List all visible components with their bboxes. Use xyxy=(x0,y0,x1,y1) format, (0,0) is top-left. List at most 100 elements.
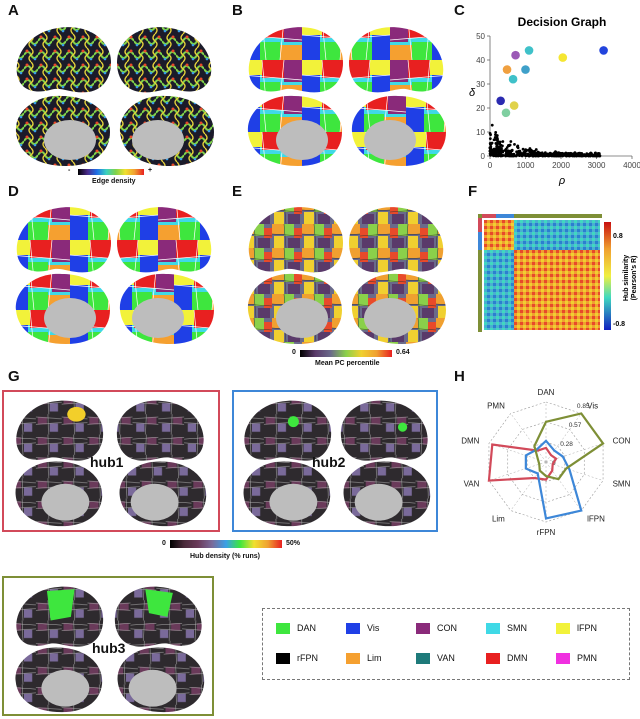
decision-graph-point xyxy=(508,149,512,153)
legend-label: VAN xyxy=(437,653,455,663)
panel-label-a: A xyxy=(8,2,19,19)
decision-graph-point xyxy=(488,137,492,141)
panel-f-colorbar: 0.8 -0.8 Hub similarity (Pearson's R) xyxy=(604,222,638,330)
decision-graph-center-point xyxy=(502,65,512,74)
decision-graph-point xyxy=(495,138,499,142)
panel-e-lateral-left xyxy=(248,207,344,273)
decision-graph-point xyxy=(544,152,548,156)
decision-graph-center-point xyxy=(509,101,519,110)
decision-graph-ylabel: δ xyxy=(469,87,476,99)
decision-graph-point xyxy=(566,154,569,157)
hub2-medial-left xyxy=(243,461,331,527)
radar-spoke xyxy=(545,461,604,481)
radar-axis-label: lFPN xyxy=(587,515,605,524)
decision-graph-point xyxy=(492,138,496,142)
radar-tick-label: 0.28 xyxy=(560,441,573,448)
decision-graph-y-tick-label: 40 xyxy=(476,56,485,65)
panel-e-colorbar-label: Mean PC percentile xyxy=(315,360,380,367)
decision-graph-point xyxy=(572,154,576,158)
panel-g-colorbar xyxy=(170,540,282,548)
decision-graph-x-tick-label: 0 xyxy=(488,161,493,170)
legend-label: Vis xyxy=(367,623,380,633)
radar-series-hub3 xyxy=(533,412,605,481)
radar-spoke xyxy=(488,443,547,463)
decision-graph-point xyxy=(494,131,498,134)
decision-graph-point xyxy=(557,152,561,156)
legend-swatch xyxy=(276,622,290,634)
decision-graph-point xyxy=(561,154,564,158)
legend-item-van: VAN xyxy=(416,652,455,664)
hub2-lateral-right xyxy=(340,400,428,461)
radar-series-hub2 xyxy=(524,439,583,520)
radar-axis-label: DAN xyxy=(538,388,555,397)
hub-similarity-matrix xyxy=(478,214,602,332)
decision-graph-x-tick-label: 2000 xyxy=(552,161,570,170)
decision-graph-point xyxy=(507,143,511,147)
panel-e-medial-left xyxy=(247,273,342,344)
decision-graph-point xyxy=(596,153,600,156)
radar-axis-label: CON xyxy=(613,436,631,445)
decision-graph-point xyxy=(525,154,528,158)
hub2-box xyxy=(232,390,438,532)
decision-graph-point xyxy=(541,154,544,158)
decision-graph-point xyxy=(507,153,511,157)
decision-graph-point xyxy=(521,147,525,151)
legend-item-pmn: PMN xyxy=(556,652,597,664)
panel-e-colorbar-max: 0.64 xyxy=(396,349,410,356)
decision-graph-title: Decision Graph xyxy=(518,15,607,29)
legend-label: PMN xyxy=(577,653,597,663)
panel-a-colorbar-plus: + xyxy=(148,167,153,174)
legend-item-rfpn: rFPN xyxy=(276,652,318,664)
legend-swatch xyxy=(486,652,500,664)
legend-swatch xyxy=(346,652,360,664)
legend-item-dan: DAN xyxy=(276,622,316,634)
decision-graph-point xyxy=(524,148,528,152)
decision-graph-point xyxy=(574,152,578,156)
legend-swatch xyxy=(346,622,360,634)
decision-graph-xlabel: ρ xyxy=(558,175,565,186)
decision-graph-point xyxy=(536,150,540,154)
legend-item-smn: SMN xyxy=(486,622,527,634)
decision-graph-point xyxy=(489,133,492,137)
panel-f-colorbar-title-2: (Pearson's R) xyxy=(631,256,638,301)
decision-graph-y-tick-label: 10 xyxy=(476,128,485,137)
panel-f-tick-top: 0.8 xyxy=(613,233,623,240)
decision-graph-point xyxy=(499,152,503,156)
legend-swatch xyxy=(276,652,290,664)
legend-swatch xyxy=(416,622,430,634)
decision-graph-point xyxy=(489,145,493,149)
decision-graph-point xyxy=(495,136,499,140)
hub1-lateral-right xyxy=(116,400,204,461)
panel-a-colorbar-minus: - xyxy=(68,167,71,174)
decision-graph-point xyxy=(528,149,532,153)
panel-a-colorbar-label: Edge density xyxy=(92,178,136,185)
decision-graph-point xyxy=(491,149,495,153)
decision-graph-center-point xyxy=(508,74,518,84)
legend-swatch xyxy=(556,622,570,634)
decision-graph-point xyxy=(550,154,554,158)
decision-graph-center-point xyxy=(599,46,608,55)
radar-tick-label: 0.85 xyxy=(577,403,590,410)
decision-graph-center-point xyxy=(511,50,520,60)
panel-f-colorbar-title-1: Hub similarity xyxy=(623,255,630,301)
hub2-label: hub2 xyxy=(312,454,346,470)
decision-graph-y-tick-label: 30 xyxy=(476,80,485,89)
hub1-box xyxy=(2,390,220,532)
hub1-lateral-left xyxy=(16,400,104,461)
panel-f-tick-bottom: -0.8 xyxy=(613,321,625,328)
hub3-lateral-left xyxy=(16,586,104,647)
decision-graph-y-tick-label: 20 xyxy=(476,104,485,113)
decision-graph-point xyxy=(568,153,572,157)
hub3-lateral-right xyxy=(114,586,202,647)
radar-axis-label: rFPN xyxy=(537,528,556,537)
hub1-medial-left xyxy=(15,461,103,527)
decision-graph-point xyxy=(490,123,494,127)
panel-d-lateral-right xyxy=(116,207,212,273)
legend-label: DMN xyxy=(507,653,528,663)
panel-d-medial-left xyxy=(15,273,110,344)
panel-label-b: B xyxy=(232,2,243,19)
decision-graph-point xyxy=(501,150,505,154)
decision-graph-center-point xyxy=(558,53,568,62)
radar-series-hub1 xyxy=(487,443,558,482)
radar-chart: 00.280.570.85 DANVisCONSMNlFPNrFPNLimVAN… xyxy=(461,388,631,537)
